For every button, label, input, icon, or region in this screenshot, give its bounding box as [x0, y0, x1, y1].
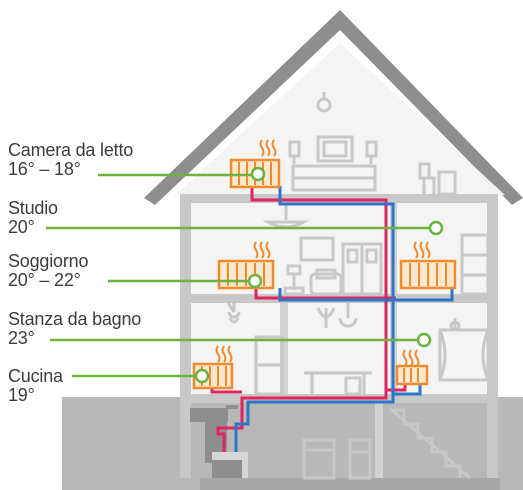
room-label-living: Soggiorno 20° – 22° — [8, 252, 88, 290]
callout-dot-studio — [428, 220, 444, 236]
basement-floor — [200, 478, 500, 490]
radiator-living-left — [217, 241, 275, 290]
room-name: Camera da letto — [8, 140, 134, 160]
living-room-furniture — [283, 236, 383, 296]
callout-dot-living — [247, 273, 263, 289]
room-name: Cucina — [8, 366, 63, 386]
room-temp: 20° – 22° — [8, 270, 81, 290]
ground — [62, 397, 523, 490]
basement-items — [302, 438, 372, 480]
right-wall — [487, 195, 498, 478]
room-label-bedroom: Camera da letto 16° – 18° — [8, 141, 133, 179]
callout-dot-kitchen — [194, 368, 210, 384]
cold-pipes — [234, 186, 454, 452]
radiator-bedroom — [229, 139, 281, 189]
boiler — [190, 405, 248, 478]
hot-pipes — [210, 186, 407, 452]
ground-floor-furniture — [226, 302, 490, 396]
room-name: Studio — [8, 198, 58, 218]
radiator-bathroom — [395, 349, 429, 386]
room-temp: 23° — [8, 328, 35, 348]
stair-rail — [391, 408, 471, 480]
radiator-living-right — [399, 241, 457, 290]
room-label-studio: Studio 20° — [8, 199, 58, 237]
room-name: Soggiorno — [8, 251, 89, 271]
room-label-kitchen: Cucina 19° — [8, 367, 63, 405]
room-temp: 16° – 18° — [8, 159, 81, 179]
callouts — [46, 166, 444, 384]
attic-interior — [175, 43, 505, 195]
callout-dot-bedroom — [250, 166, 266, 182]
room-temp: 20° — [8, 217, 35, 237]
room-temp: 19° — [8, 385, 35, 405]
partition-2 — [280, 303, 288, 394]
room-name: Stanza da bagno — [8, 309, 142, 329]
left-wall — [180, 195, 191, 478]
attic-furniture — [288, 92, 457, 196]
callout-dot-bathroom — [416, 332, 432, 348]
partition-4 — [375, 403, 383, 478]
room-label-bathroom: Stanza da bagno 23° — [8, 310, 141, 348]
